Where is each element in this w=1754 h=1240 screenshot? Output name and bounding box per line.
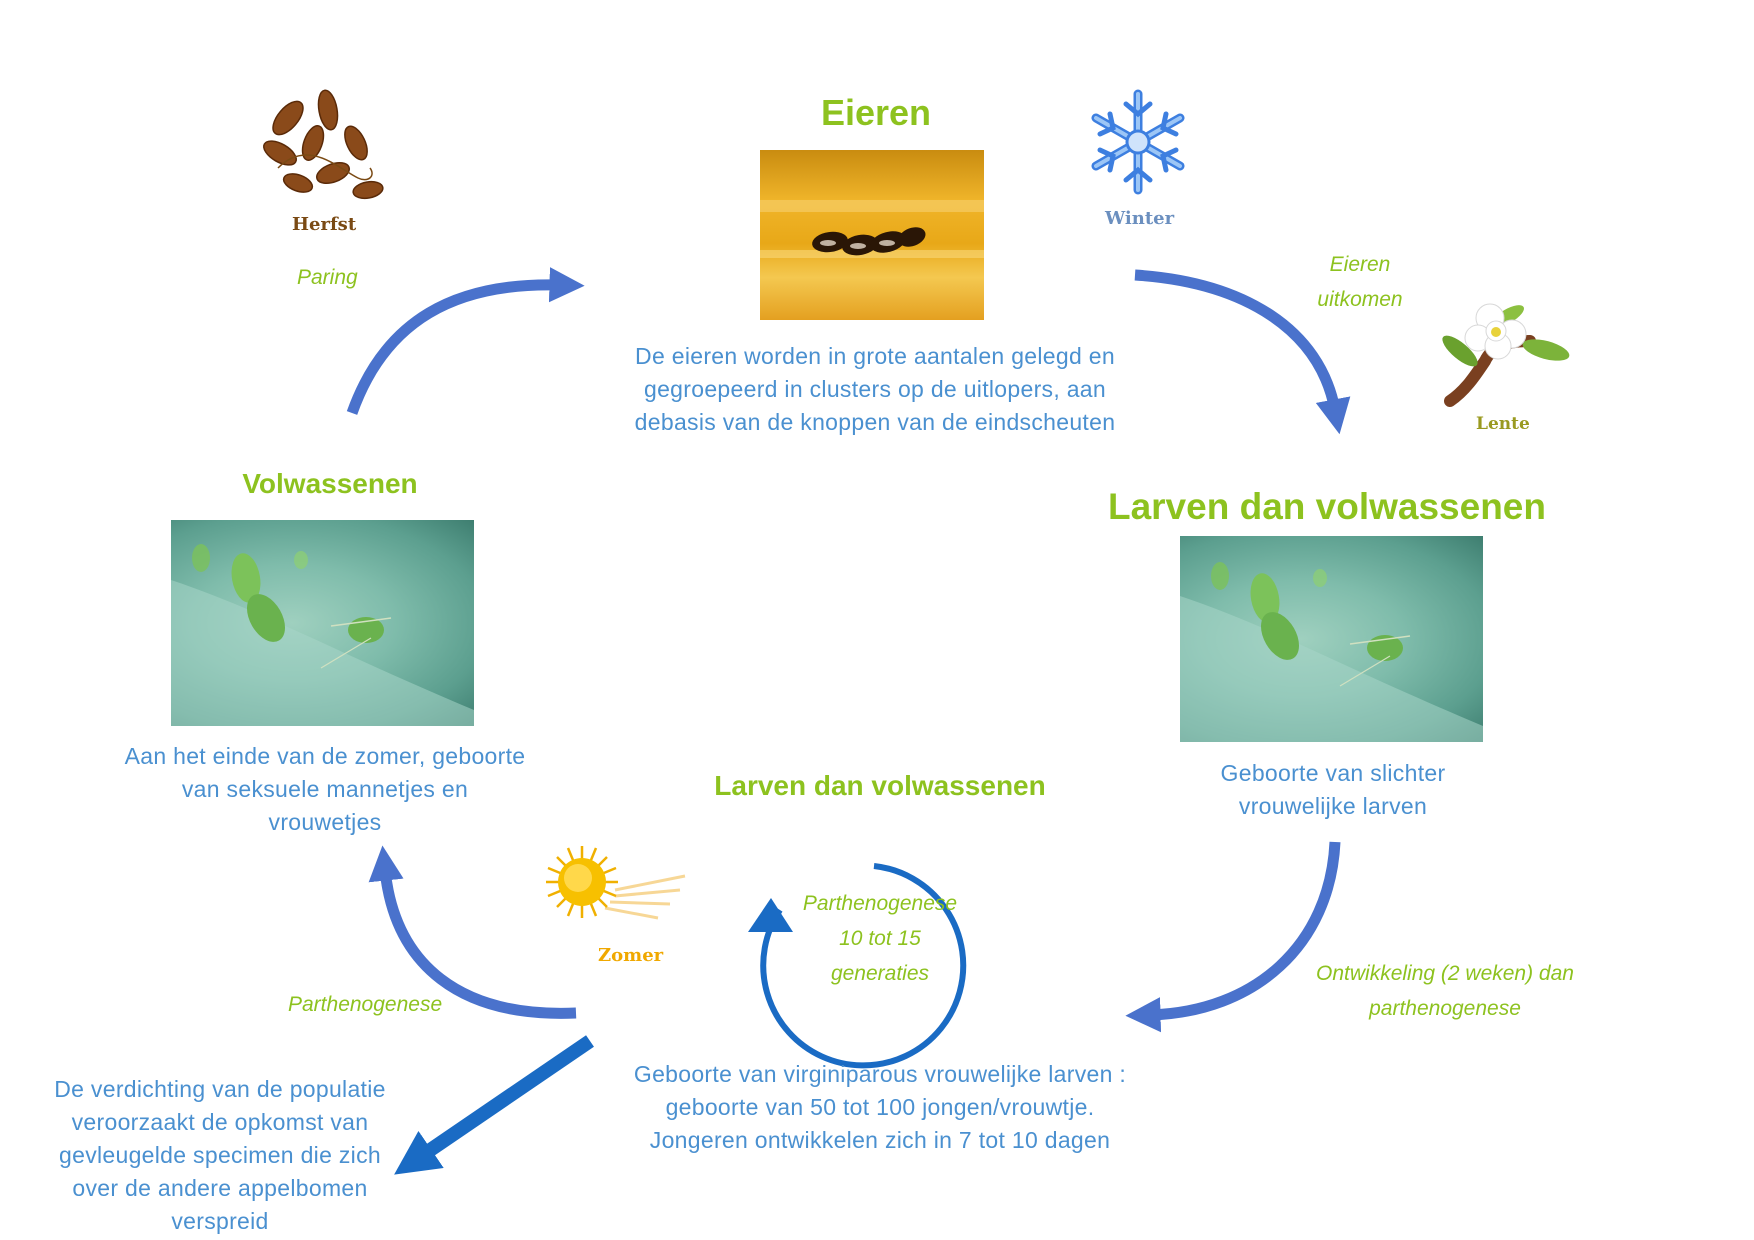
adults-photo: [171, 520, 474, 726]
cycle-arrowhead: [748, 898, 793, 932]
stage-desc-adults: Aan het einde van de zomer, geboorte van…: [124, 743, 526, 835]
season-label-winter: Winter: [1105, 208, 1175, 229]
stage-title-adults: Volwassenen: [242, 468, 418, 499]
leaves-icon: [258, 88, 390, 204]
transition-label-parthenogenese: Parthenogenese: [288, 993, 443, 1016]
season-label-lente: Lente: [1476, 414, 1530, 434]
stage-title-eggs: Eieren: [820, 92, 932, 133]
arrow-paring: [346, 267, 585, 415]
aphid-colony: [1180, 562, 1483, 742]
sun-icon: [540, 838, 690, 938]
season-label-zomer: Zomer: [598, 945, 664, 966]
parthenogenese-cycle-ring: [760, 863, 967, 1069]
larvae-spring-photo: [1180, 536, 1483, 742]
aphid-adults: [171, 544, 474, 726]
snowflake-icon: [1084, 87, 1192, 197]
stage-title-larvae-summer: Larven dan volwassenen: [714, 770, 1046, 801]
eggs-photo: [760, 150, 984, 320]
transition-label-paring: Paring: [297, 266, 358, 289]
stage-title-larvae-spring: Larven dan volwassenen: [1107, 486, 1546, 527]
stage-desc-eggs: De eieren worden in grote aantalen geleg…: [634, 343, 1116, 435]
dispersal-desc: De verdichting van de populatie veroorza…: [54, 1076, 386, 1234]
blossom-icon: [1430, 296, 1572, 408]
cycle-label: Parthenogenese 10 tot 15 generaties: [802, 892, 958, 985]
season-label-herfst: Herfst: [292, 214, 357, 235]
stage-desc-larvae-spring: Geboorte van slichter vrouwelijke larven: [1220, 760, 1446, 819]
arrow-hatch: [1134, 269, 1351, 435]
egg-cluster: [760, 200, 984, 258]
arrow-dispersal: [394, 1035, 594, 1175]
transition-label-development: Ontwikkeling (2 weken) dan parthenogenes…: [1316, 962, 1574, 1020]
stage-desc-larvae-summer: Geboorte van virginiparous vrouwelijke l…: [633, 1061, 1127, 1153]
arrow-parthenogenese: [368, 845, 577, 1019]
arrow-development: [1125, 841, 1341, 1033]
transition-label-hatch: Eieren uitkomen: [1317, 253, 1403, 311]
